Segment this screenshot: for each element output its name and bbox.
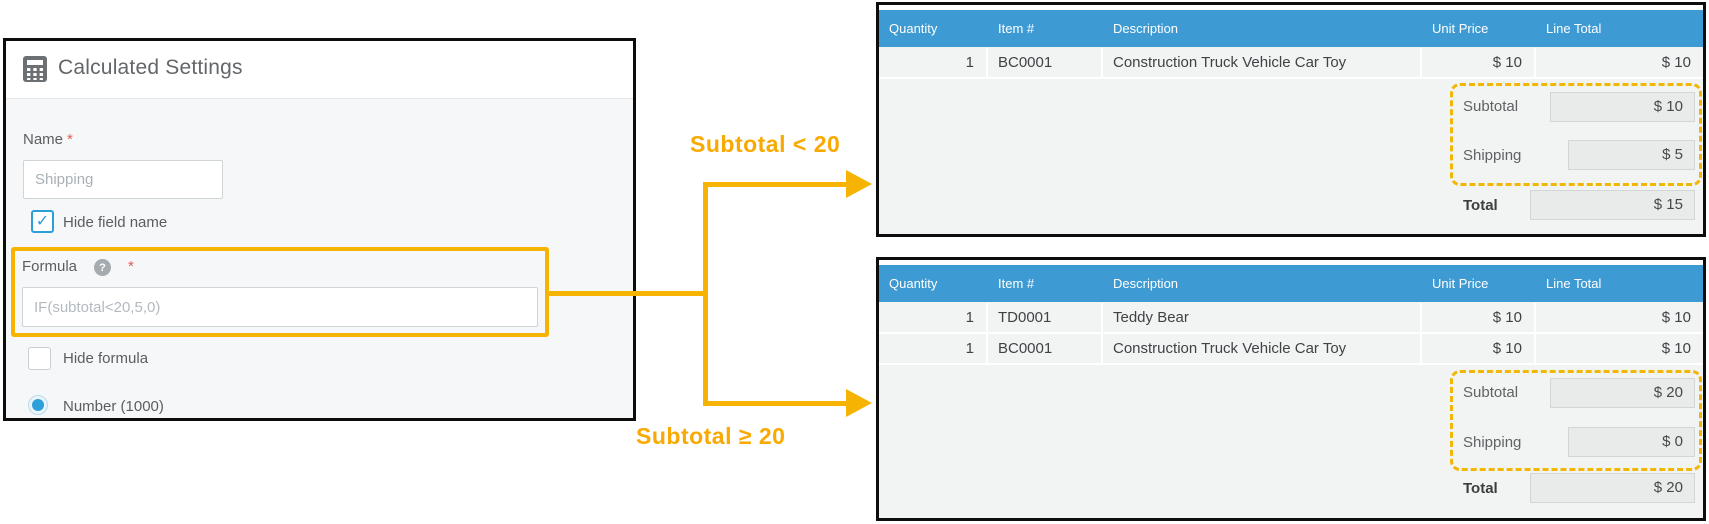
- calculated-settings-panel: Calculated Settings Name* ✓ Hide field n…: [3, 38, 636, 421]
- table-header: Quantity Item # Description Unit Price L…: [879, 10, 1703, 47]
- total-row: Total $ 20: [1463, 473, 1695, 503]
- cell-item-number: BC0001: [988, 48, 1101, 77]
- subtotal-value: $ 10: [1550, 91, 1695, 122]
- number-format-radio[interactable]: [28, 395, 48, 415]
- help-icon[interactable]: ?: [94, 259, 111, 276]
- cell-quantity: 1: [879, 303, 986, 332]
- cell-line-total: $ 10: [1536, 303, 1703, 332]
- calculator-icon: [23, 56, 47, 82]
- column-header-line-total: Line Total: [1546, 276, 1602, 291]
- cell-description: Teddy Bear: [1103, 303, 1420, 332]
- name-input[interactable]: [23, 160, 223, 199]
- connector-line-middle: [549, 291, 708, 296]
- column-header-unit-price: Unit Price: [1432, 21, 1489, 36]
- shipping-row: Shipping $ 5: [1463, 140, 1695, 170]
- shipping-label: Shipping: [1463, 146, 1522, 164]
- total-row: Total $ 15: [1463, 190, 1695, 220]
- condition-label-low: Subtotal < 20: [690, 131, 841, 157]
- number-format-label: Number (1000): [63, 398, 164, 415]
- column-header-quantity: Quantity: [889, 21, 938, 36]
- hide-formula-checkbox[interactable]: [28, 347, 51, 370]
- shipping-row: Shipping $ 0: [1463, 427, 1695, 457]
- subtotal-row: Subtotal $ 20: [1463, 377, 1695, 408]
- subtotal-row: Subtotal $ 10: [1463, 91, 1695, 122]
- cell-line-total: $ 10: [1536, 334, 1703, 363]
- help-glyph: ?: [99, 261, 106, 274]
- shipping-value: $ 5: [1568, 140, 1695, 170]
- column-header-quantity: Quantity: [889, 276, 938, 291]
- arrow-icon-bottom: [846, 389, 872, 417]
- invoice-table-low-subtotal: Quantity Item # Description Unit Price L…: [876, 2, 1706, 237]
- cell-quantity: 1: [879, 334, 986, 363]
- checkmark-icon: ✓: [35, 212, 50, 230]
- panel-body: [6, 99, 633, 418]
- column-header-description: Description: [1113, 276, 1179, 291]
- hide-field-name-checkbox[interactable]: ✓: [31, 210, 54, 233]
- cell-line-total: $ 10: [1536, 48, 1703, 77]
- cell-item-number: BC0001: [988, 334, 1101, 363]
- hide-formula-label: Hide formula: [63, 350, 149, 367]
- cell-item-number: TD0001: [988, 303, 1101, 332]
- subtotal-label: Subtotal: [1463, 98, 1519, 115]
- cell-unit-price: $ 10: [1422, 334, 1534, 363]
- column-header-line-total: Line Total: [1546, 21, 1602, 36]
- hide-field-name-label: Hide field name: [63, 214, 168, 231]
- name-required-marker: *: [67, 131, 73, 148]
- shipping-value: $ 0: [1568, 427, 1695, 457]
- total-value: $ 20: [1530, 473, 1695, 503]
- cell-description: Construction Truck Vehicle Car Toy: [1103, 48, 1420, 77]
- cell-quantity: 1: [879, 48, 986, 77]
- cell-description: Construction Truck Vehicle Car Toy: [1103, 334, 1420, 363]
- shipping-label: Shipping: [1463, 433, 1522, 451]
- subtotal-label: Subtotal: [1463, 384, 1519, 401]
- formula-input[interactable]: [22, 287, 538, 327]
- column-header-unit-price: Unit Price: [1432, 276, 1489, 291]
- formula-required-marker: *: [128, 258, 134, 275]
- subtotal-value: $ 20: [1550, 377, 1695, 408]
- column-header-item: Item #: [998, 21, 1035, 36]
- column-header-description: Description: [1113, 21, 1179, 36]
- formula-required-text: *: [128, 258, 134, 275]
- name-label-text: Name: [23, 131, 64, 148]
- cell-unit-price: $ 10: [1422, 303, 1534, 332]
- connector-line-top-arm: [703, 182, 848, 187]
- total-label: Total: [1463, 196, 1498, 214]
- total-label: Total: [1463, 479, 1498, 497]
- formula-field-label: Formula: [22, 258, 77, 275]
- connector-line-bottom-arm: [703, 401, 848, 406]
- formula-label-text: Formula: [22, 258, 78, 275]
- page-title: Calculated Settings: [58, 56, 243, 79]
- connector-line-vertical: [703, 182, 708, 406]
- name-field-label: Name*: [23, 131, 73, 148]
- panel-titlebar: [6, 41, 633, 99]
- total-value: $ 15: [1530, 190, 1695, 220]
- column-header-item: Item #: [998, 276, 1035, 291]
- cell-unit-price: $ 10: [1422, 48, 1534, 77]
- table-header: Quantity Item # Description Unit Price L…: [879, 265, 1703, 302]
- radio-dot: [32, 399, 44, 411]
- arrow-icon-top: [846, 170, 872, 198]
- condition-label-high: Subtotal ≥ 20: [636, 423, 786, 449]
- invoice-table-high-subtotal: Quantity Item # Description Unit Price L…: [876, 257, 1706, 521]
